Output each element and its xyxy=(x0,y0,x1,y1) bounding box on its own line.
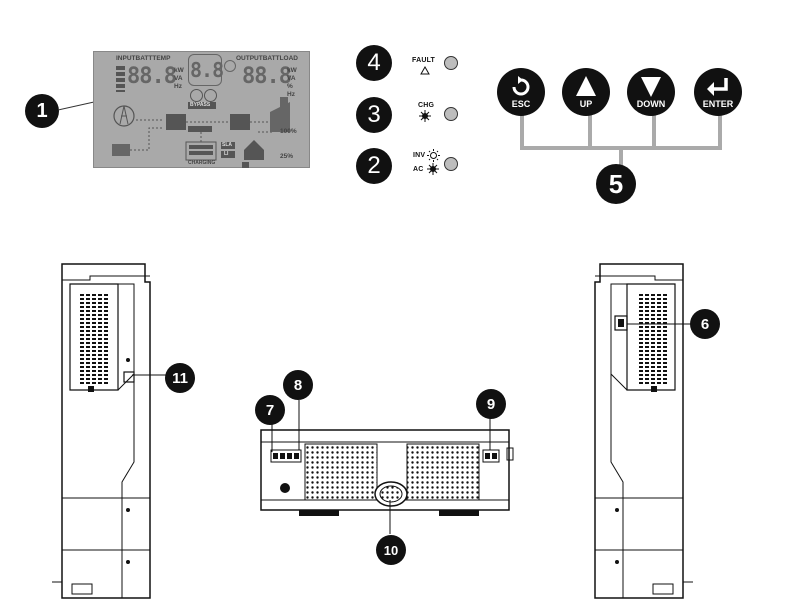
enter-return-icon xyxy=(707,78,728,96)
callout-2: 2 xyxy=(356,148,392,184)
lcd-center-frame xyxy=(188,54,222,86)
lcd-unit-va-left: VA xyxy=(174,75,183,82)
chg-label: CHG xyxy=(418,102,435,109)
down-button[interactable]: DOWN xyxy=(627,68,675,116)
fault-label: FAULT xyxy=(412,57,436,64)
right-side-view xyxy=(594,263,693,599)
lcd-input-batt-temp-label: INPUTBATTTEMP xyxy=(116,55,171,62)
lcd-unit-pct-right: % xyxy=(287,83,293,90)
callout-8-leader xyxy=(298,400,300,450)
lcd-unit-kw-right: kW xyxy=(287,67,297,74)
callout-11-leader xyxy=(132,374,168,376)
left-side-view xyxy=(52,263,151,599)
lcd-unit-va-right: VA xyxy=(287,75,296,82)
callout-8: 8 xyxy=(283,370,313,400)
lcd-charging-label: CHARGING xyxy=(188,160,216,166)
callout-1-leader xyxy=(58,101,95,111)
lcd-load-25-label: 25% xyxy=(280,153,294,160)
lcd-sla-label: SLA xyxy=(222,142,232,148)
callout-1: 1 xyxy=(25,94,59,128)
buttons-bracket xyxy=(520,110,722,170)
lcd-unit-hz-left: Hz xyxy=(174,83,182,90)
lcd-digits-right: 88.8 xyxy=(242,64,292,89)
callout-6: 6 xyxy=(690,309,720,339)
callout-7-leader xyxy=(271,424,273,452)
enter-button[interactable]: ENTER xyxy=(694,68,742,116)
ac-label: AC xyxy=(413,166,424,173)
lcd-output-batt-load-label: OUTPUTBATTLOAD xyxy=(236,55,298,62)
callout-7: 7 xyxy=(255,395,285,425)
triangle-down-icon xyxy=(641,77,661,97)
lcd-fan-icon xyxy=(190,89,203,102)
lcd-flow-diagram xyxy=(112,97,290,168)
callout-9: 9 xyxy=(476,389,506,419)
escape-arrow-icon xyxy=(512,76,530,96)
callout-5: 5 xyxy=(596,164,636,204)
up-button[interactable]: UP xyxy=(562,68,610,116)
chg-star-icon xyxy=(419,110,431,122)
inv-sun-icon xyxy=(427,149,440,162)
lcd-bypass-box xyxy=(188,102,216,109)
callout-10: 10 xyxy=(376,535,406,565)
callout-4: 4 xyxy=(356,45,392,81)
inv-label: INV xyxy=(413,152,426,159)
callout-11: 11 xyxy=(165,363,195,393)
inv-ac-led xyxy=(444,157,458,171)
lcd-unit-hz-right: Hz xyxy=(287,91,295,98)
callout-3: 3 xyxy=(356,97,392,133)
fault-triangle-icon xyxy=(420,66,430,75)
callout-6-leader xyxy=(627,323,693,325)
triangle-up-icon xyxy=(576,76,596,96)
lcd-bypass-label: BYPASS xyxy=(190,102,211,108)
lcd-fan-icon-2 xyxy=(204,89,217,102)
ac-star-icon xyxy=(427,163,439,175)
lcd-unit-kw-left: kW xyxy=(174,67,184,74)
esc-button-label: ESC xyxy=(511,99,531,109)
down-button-label: DOWN xyxy=(636,99,666,109)
lcd-warning-icon xyxy=(224,60,236,72)
lcd-mode-icons xyxy=(116,66,125,92)
up-button-label: UP xyxy=(579,99,593,109)
lcd-load-100-label: 100% xyxy=(280,128,297,135)
callout-10-leader xyxy=(389,500,391,534)
esc-button[interactable]: ESC xyxy=(497,68,545,116)
lcd-li-label: LI xyxy=(224,151,229,157)
callout-9-leader xyxy=(489,418,491,450)
bottom-view xyxy=(260,429,514,516)
chg-led xyxy=(444,107,458,121)
enter-button-label: ENTER xyxy=(702,99,734,109)
lcd-digits-left: 88.8 xyxy=(127,64,177,89)
fault-led xyxy=(444,56,458,70)
lcd-digits-center: 8.8 xyxy=(190,58,224,82)
lcd-display: INPUTBATTTEMP OUTPUTBATTLOAD 88.8 kW VA … xyxy=(93,51,310,168)
